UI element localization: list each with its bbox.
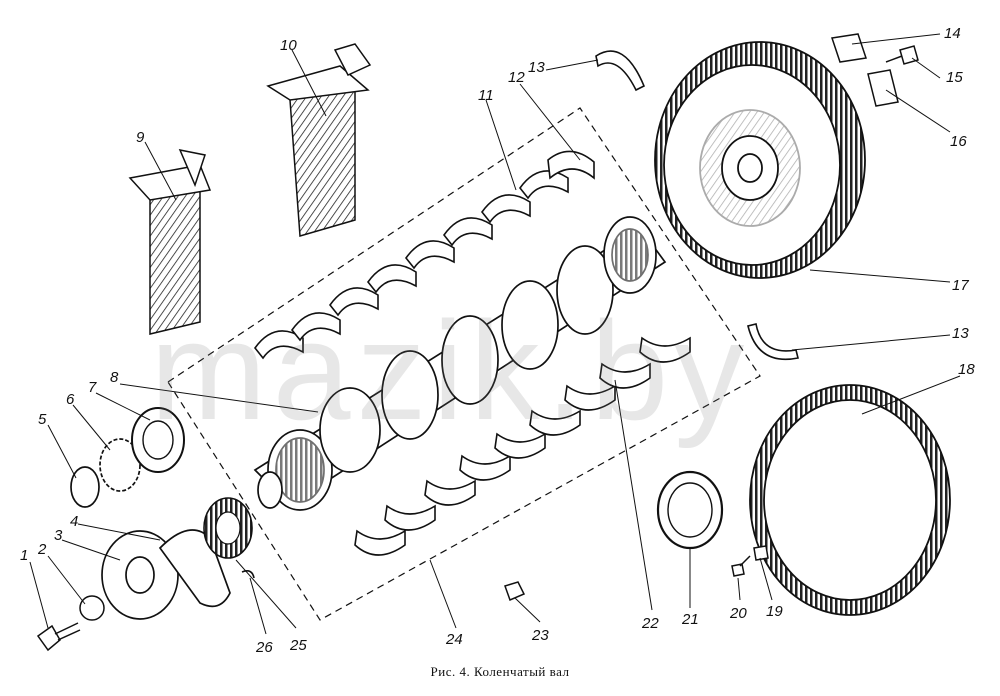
oil-seal-bore: [667, 482, 713, 538]
pulley-washer: [79, 595, 105, 621]
key-26: [241, 570, 255, 579]
callout-8: 8: [110, 369, 119, 386]
callout-11: 11: [478, 87, 494, 104]
callout-24: 24: [445, 631, 463, 648]
callout-21: 21: [681, 611, 699, 628]
callout-10: 10: [280, 37, 297, 54]
oil-deflector-bore: [142, 420, 174, 460]
thrust-washer-5: [70, 466, 100, 508]
callout-14: 14: [944, 25, 961, 42]
callout-4: 4: [70, 513, 78, 530]
assembly-frame: [167, 107, 761, 621]
thrust-half-ring-upper: [595, 50, 646, 92]
thrust-half-ring-lower: [747, 323, 799, 360]
leader-lines: [29, 33, 961, 635]
callout-6: 6: [66, 391, 75, 408]
callout-3: 3: [54, 527, 63, 544]
callout-7: 7: [88, 379, 97, 396]
callout-5: 5: [38, 411, 47, 428]
nut-19: [753, 545, 769, 561]
callout-26: 26: [255, 639, 273, 656]
callout-15: 15: [946, 69, 963, 86]
callout-12: 12: [508, 69, 525, 86]
bearing-shell-pack-9: [128, 148, 212, 335]
callout-19: 19: [766, 603, 783, 620]
bolt-20: [731, 555, 751, 577]
callout-23: 23: [531, 627, 549, 644]
callout-9: 9: [136, 129, 145, 146]
callout-13-lower: 13: [952, 325, 969, 342]
callout-labels: 1 2 3 4 5 6 7 8 9 10 11 12 13 14 15 16 1…: [20, 25, 975, 656]
callout-25: 25: [289, 637, 307, 654]
flywheel: [654, 41, 866, 279]
figure-caption: Рис. 4. Коленчатый вал: [430, 664, 570, 679]
crankshaft: [253, 216, 667, 511]
gear-bore: [215, 511, 241, 545]
main-bearing-shells-lower: [354, 336, 691, 556]
lock-plate-14: [831, 33, 867, 63]
nut-23: [504, 581, 526, 602]
flywheel-ring-gear: [749, 384, 951, 616]
lock-plate-16: [867, 69, 899, 107]
bearing-shell-pack-10: [266, 43, 372, 237]
callout-16: 16: [950, 133, 967, 150]
callout-20: 20: [729, 605, 747, 622]
callout-22: 22: [641, 615, 659, 632]
lock-washer-6: [99, 438, 141, 492]
callout-2: 2: [37, 541, 47, 558]
callout-18: 18: [958, 361, 975, 378]
pulley-bolt: [36, 622, 81, 652]
main-bearing-shells-upper: [253, 150, 595, 360]
callout-1: 1: [20, 547, 28, 564]
callout-13-upper: 13: [528, 59, 545, 76]
callout-17: 17: [952, 277, 969, 294]
flywheel-bolt: [885, 45, 919, 65]
